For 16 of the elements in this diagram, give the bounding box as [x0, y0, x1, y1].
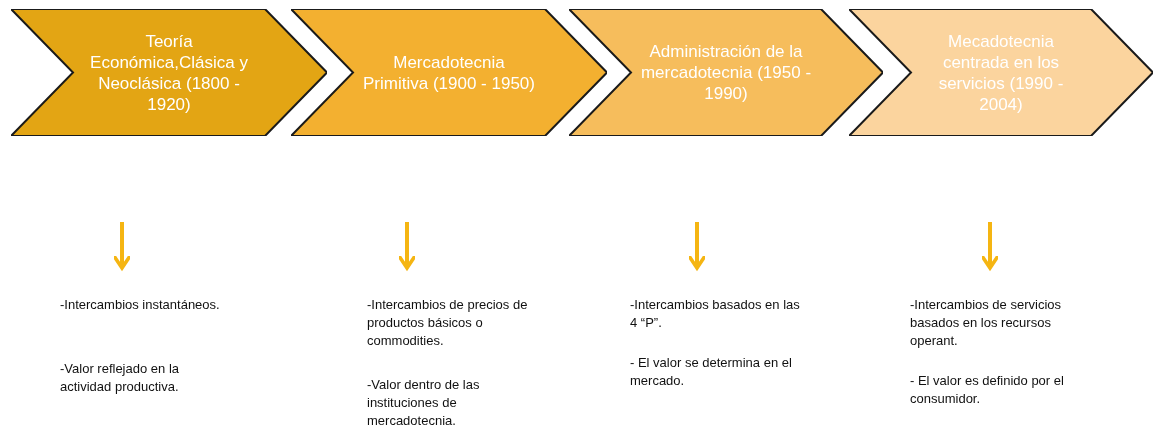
description-text: -Valor reflejado en la actividad productiva. — [60, 360, 180, 396]
description-text: -Valor dentro de las instituciones de mercadotecnia. — [367, 376, 481, 430]
description-text: - El valor se determina en el mercado. — [630, 354, 793, 390]
description-text: -Intercambios basados en las 4 “P”. — [630, 296, 800, 332]
down-arrow — [112, 222, 132, 270]
description-text: -Intercambios instantáneos. — [60, 296, 221, 314]
description-text: - El valor es definido por el consumidor. — [910, 372, 1065, 408]
description-text: -Intercambios de precios de productos básicos o commodities. — [367, 296, 529, 350]
chevron-label: Mercadotecnia Primitiva (1900 - 1950) — [362, 51, 536, 94]
down-arrow — [397, 222, 417, 270]
chevron-label: Teoría Económica,Clásica y Neoclásica (1800 - 1920) — [89, 30, 249, 115]
chevron-label: Administración de la mercadotecnia (1950 - 1990) — [639, 41, 813, 104]
down-arrow — [687, 222, 707, 270]
description-text: -Intercambios de servicios basados en los recursos operant. — [910, 296, 1062, 350]
chevron-label: Mecadotecnia centrada en los servicios (1990 - 2004) — [937, 30, 1065, 115]
down-arrow — [980, 222, 1000, 270]
